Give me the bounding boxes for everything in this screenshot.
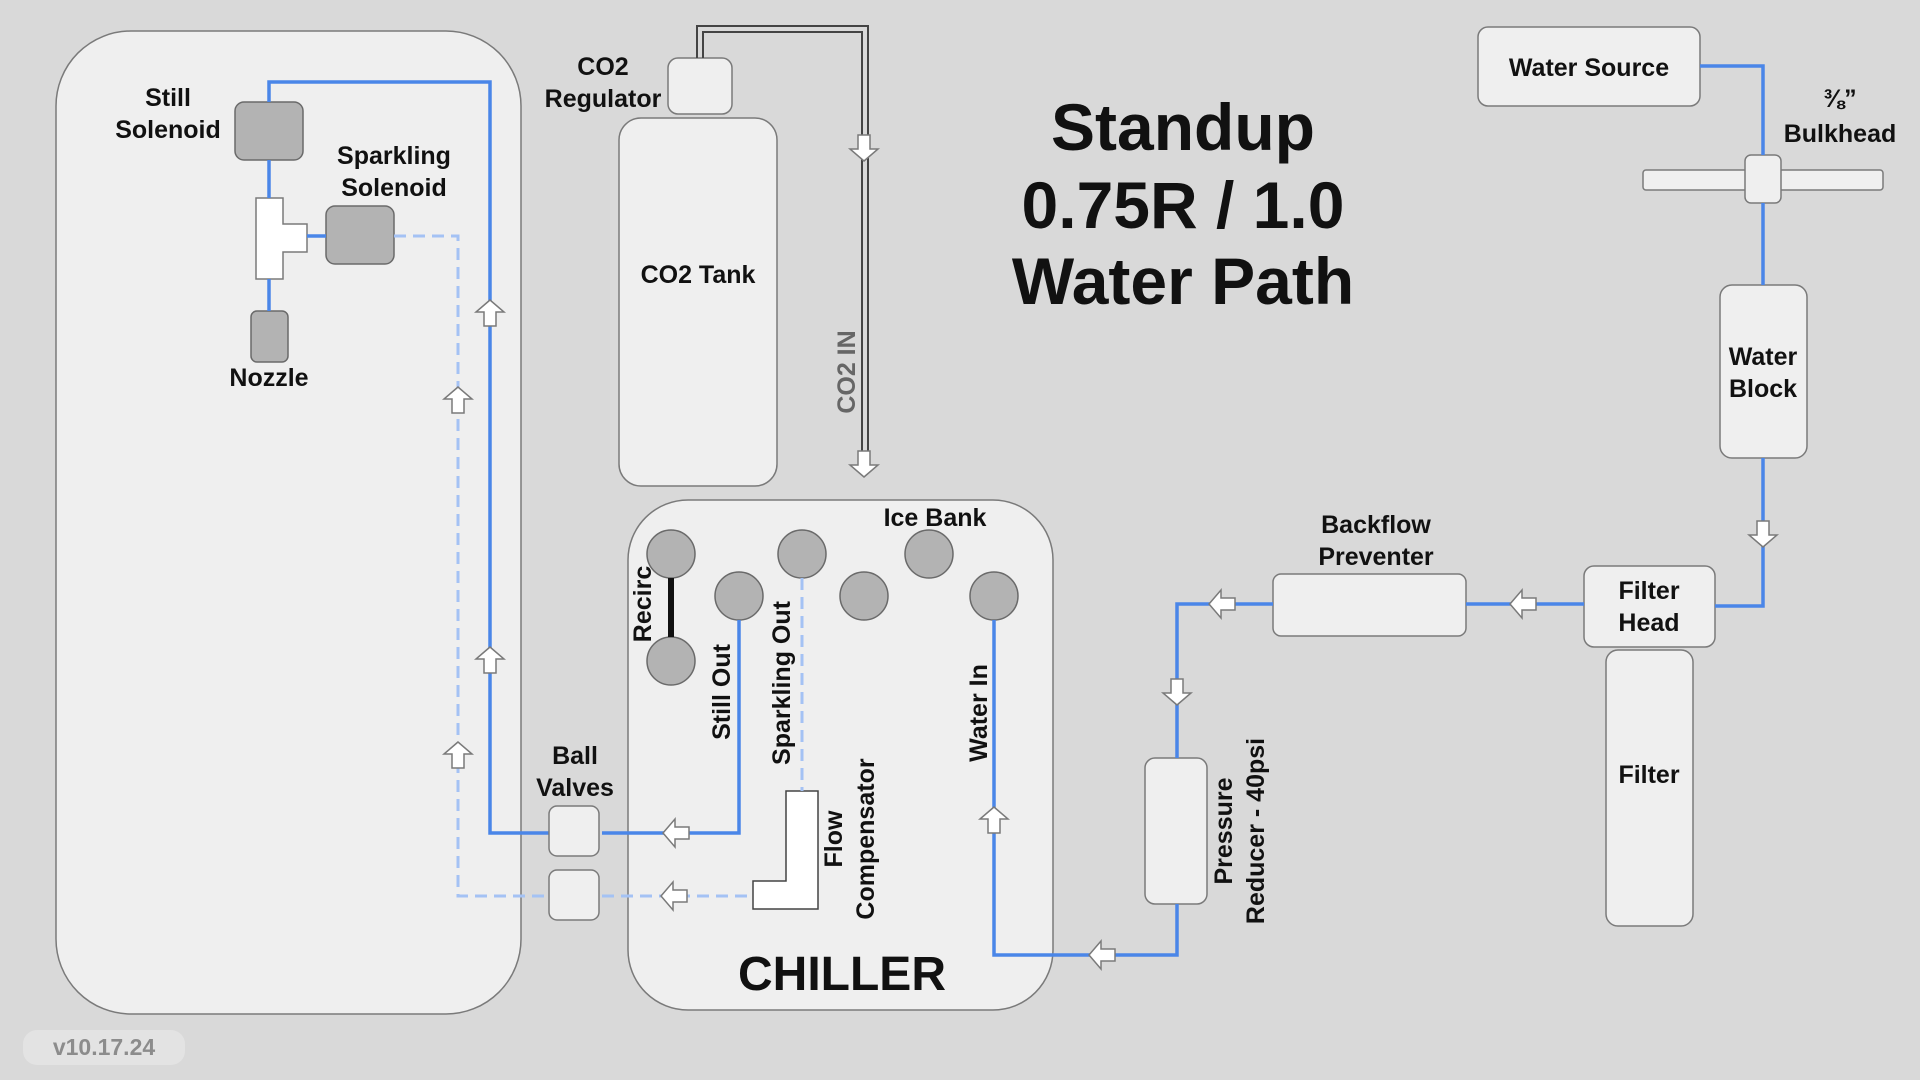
block-to-filter-pipe	[1715, 458, 1765, 608]
co2-tank-label: CO2 Tank	[641, 261, 756, 289]
dispenser-housing	[55, 30, 522, 1015]
version-label: v10.17.24	[53, 1034, 156, 1060]
backflow-to-reducer-pipe	[1175, 602, 1273, 758]
co2-tank	[618, 117, 778, 487]
pressure-reducer-label: Pressure	[1210, 777, 1238, 884]
chiller	[627, 499, 1054, 1011]
flow-arrow-icon	[660, 879, 688, 913]
ice-bank-port	[904, 529, 954, 579]
title-line-3: Water Path	[1012, 244, 1354, 318]
sparkling-solenoid	[325, 205, 395, 265]
water-block	[1719, 284, 1808, 459]
flow-arrow-icon	[1509, 587, 1537, 621]
nozzle	[250, 310, 289, 363]
co2-in-label: CO2 IN	[833, 330, 861, 413]
filter	[1605, 649, 1694, 927]
flow-compensator	[752, 790, 819, 910]
filter-head-label: Head	[1618, 609, 1679, 637]
version-badge	[23, 1030, 185, 1065]
still-out-port	[714, 571, 764, 621]
co2-regulator-label: CO2	[577, 53, 628, 81]
flow-arrow-icon	[1160, 678, 1194, 706]
co2-regulator	[667, 57, 733, 115]
still-solenoid	[234, 101, 304, 161]
source-to-bulkhead-pipe	[1700, 64, 1765, 155]
ball-valves-label: Ball	[552, 742, 598, 770]
still-solenoid-label: Solenoid	[115, 116, 221, 144]
sparkling-solenoid-label: Sparkling	[337, 142, 451, 170]
title-line-1: Standup	[1051, 90, 1315, 164]
flow-arrow-icon	[441, 386, 475, 414]
water-in-port	[969, 571, 1019, 621]
backflow-preventer-label: Preventer	[1318, 543, 1434, 571]
bulkhead-label: Bulkhead	[1784, 120, 1897, 148]
water-source-label: Water Source	[1509, 54, 1669, 82]
nozzle-label: Nozzle	[229, 364, 308, 392]
title-line-2: 0.75R / 1.0	[1022, 168, 1345, 242]
water-in-label: Water In	[965, 664, 993, 762]
flow-arrow-icon	[473, 646, 507, 674]
flow-compensator-label: Compensator	[852, 758, 880, 919]
flow-compensator-label: Flow	[820, 810, 848, 867]
tee-fitting	[255, 197, 308, 280]
bulkhead-fitting	[1744, 154, 1782, 204]
still-out-label: Still Out	[708, 643, 736, 740]
flow-arrow-icon	[847, 450, 881, 478]
reducer-to-chiller-pipe	[992, 620, 1179, 957]
chiller-label: CHILLER	[738, 948, 946, 1001]
water-block-label: Block	[1729, 375, 1797, 403]
flow-arrow-icon	[1208, 587, 1236, 621]
recirc-label: Recirc	[629, 566, 657, 643]
still-pipe-up	[267, 80, 549, 835]
co2-line-outer	[696, 25, 869, 470]
co2-in-port	[839, 571, 889, 621]
backflow-preventer	[1272, 573, 1467, 637]
still-solenoid-label: Still	[145, 84, 191, 112]
filter-label: Filter	[1618, 761, 1679, 789]
ice-bank-label: Ice Bank	[884, 504, 987, 532]
flow-arrow-icon	[662, 816, 690, 850]
water-block-label: Water	[1729, 343, 1798, 371]
ball-valve-still	[548, 805, 600, 857]
flow-arrow-icon	[977, 806, 1011, 834]
sparkling-solenoid-label: Solenoid	[341, 174, 447, 202]
ball-valve-sparkling	[548, 869, 600, 921]
sparkling-out-port	[777, 529, 827, 579]
bulkhead-label: ⅜”	[1823, 85, 1856, 113]
ball-valves-label: Valves	[536, 774, 614, 802]
flow-arrow-icon	[1746, 520, 1780, 548]
co2-line-inner	[702, 31, 863, 470]
filter-head-label: Filter	[1618, 577, 1679, 605]
flow-arrow-icon	[1088, 938, 1116, 972]
still-pipe-to-chiller	[602, 620, 741, 835]
sparkling-out-label: Sparkling Out	[768, 600, 796, 765]
pressure-reducer-label: Reducer - 40psi	[1242, 738, 1270, 924]
pressure-reducer	[1144, 757, 1208, 905]
flow-arrow-icon	[847, 134, 881, 162]
co2-regulator-label: Regulator	[545, 85, 662, 113]
recirc-port-bottom	[646, 636, 696, 686]
flow-arrow-icon	[473, 299, 507, 327]
sparkling-pipe	[394, 234, 549, 898]
backflow-preventer-label: Backflow	[1321, 511, 1431, 539]
flow-arrows	[441, 134, 1780, 972]
flow-arrow-icon	[441, 741, 475, 769]
